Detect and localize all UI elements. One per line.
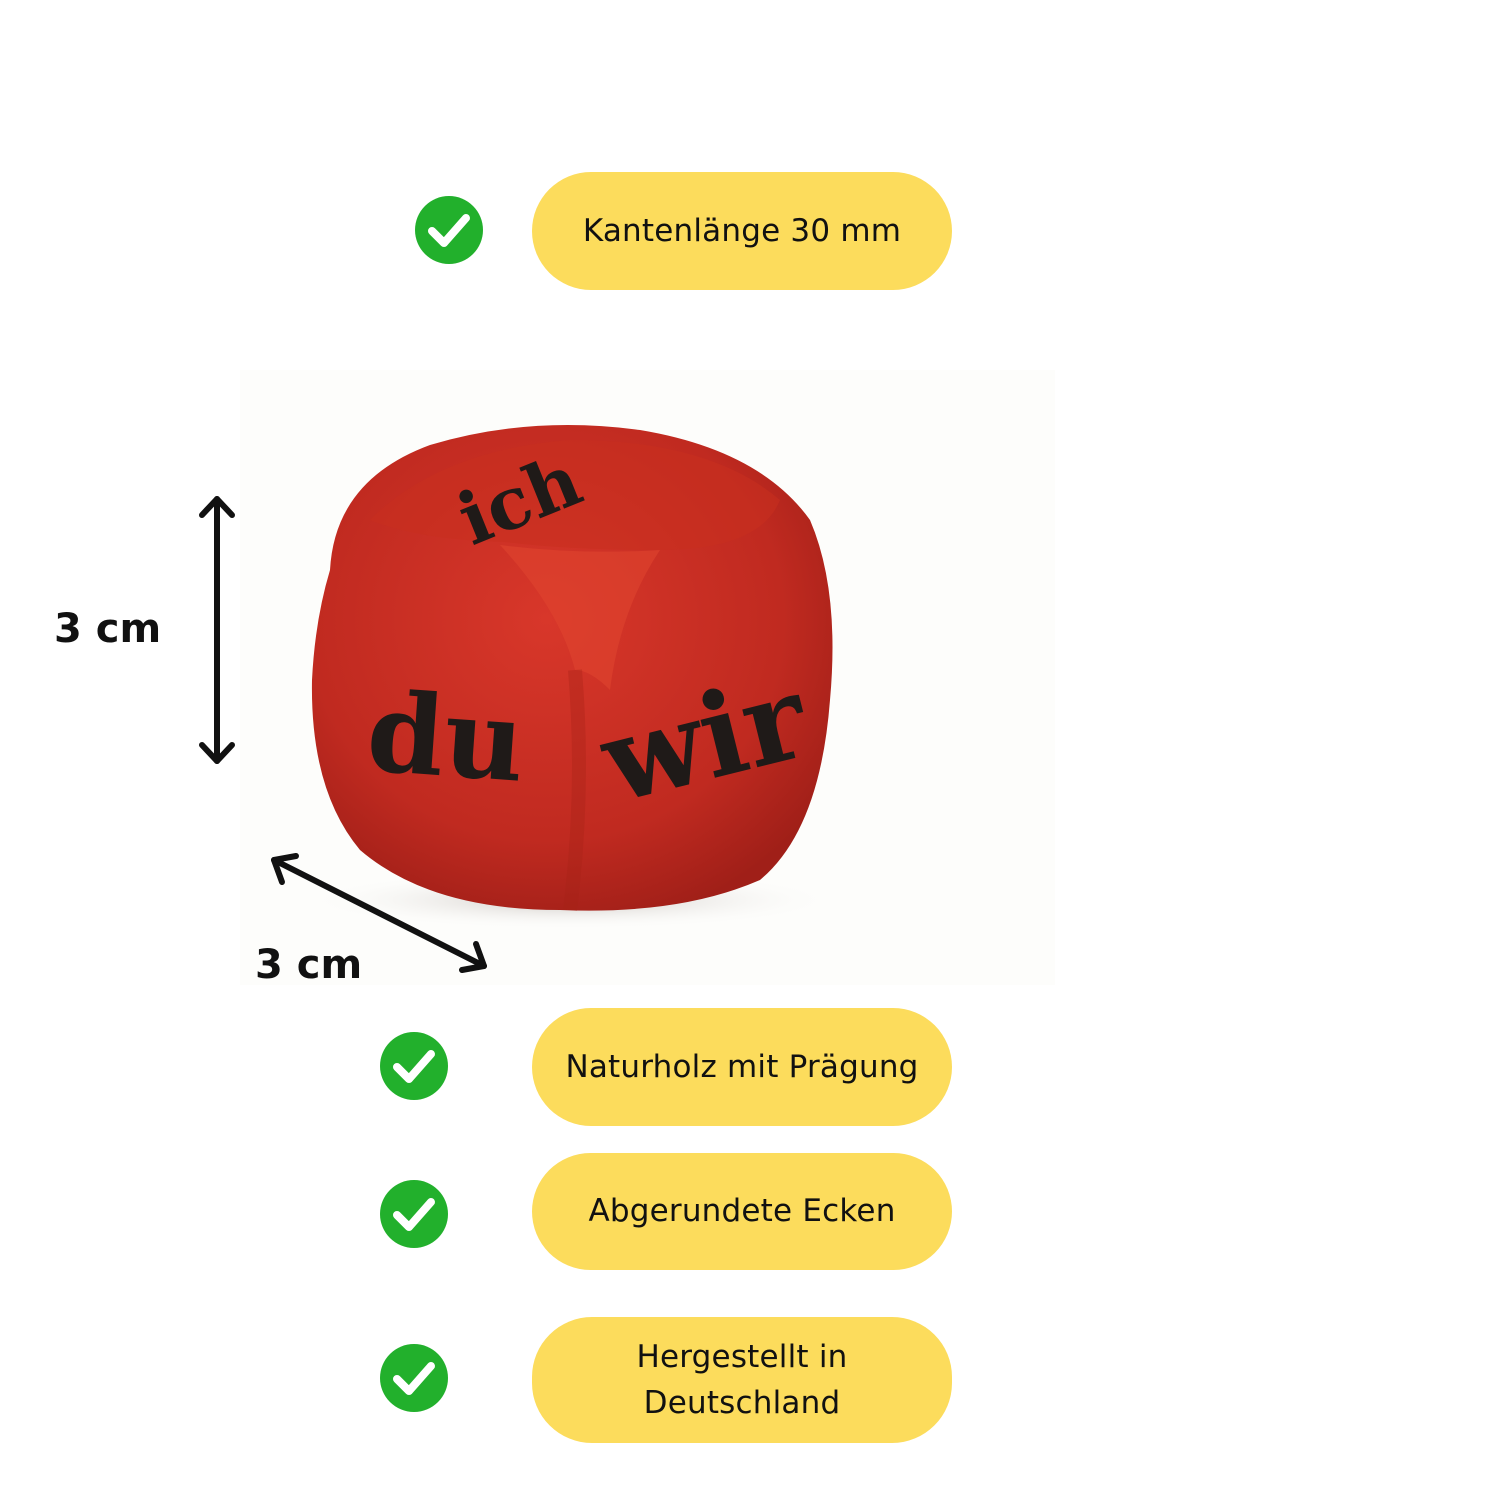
height-dimension-label: 3 cm: [54, 606, 162, 652]
depth-dimension-label: 3 cm: [255, 942, 363, 988]
check-circle-icon: [380, 1032, 448, 1100]
check-circle-icon: [380, 1180, 448, 1248]
height-arrow-icon: [199, 496, 235, 764]
dice-illustration: ich du wir: [300, 425, 840, 930]
feature-pill-edge-length: Kantenlänge 30 mm: [532, 172, 952, 290]
die-face-left: du: [363, 667, 529, 807]
feature-label: Naturholz mit Prägung: [565, 1048, 919, 1085]
feature-pill-origin: Hergestellt in Deutschland: [532, 1317, 952, 1443]
check-circle-icon: [415, 196, 483, 264]
feature-label: Abgerundete Ecken: [588, 1193, 896, 1230]
check-circle-icon: [380, 1344, 448, 1412]
feature-pill-corners: Abgerundete Ecken: [532, 1153, 952, 1270]
depth-arrow-icon: [271, 853, 487, 973]
product-photo: ich du wir: [240, 370, 1055, 985]
feature-label: Kantenlänge 30 mm: [582, 212, 902, 249]
feature-pill-material: Naturholz mit Prägung: [532, 1008, 952, 1126]
feature-label: Hergestellt in Deutschland: [636, 1338, 848, 1422]
